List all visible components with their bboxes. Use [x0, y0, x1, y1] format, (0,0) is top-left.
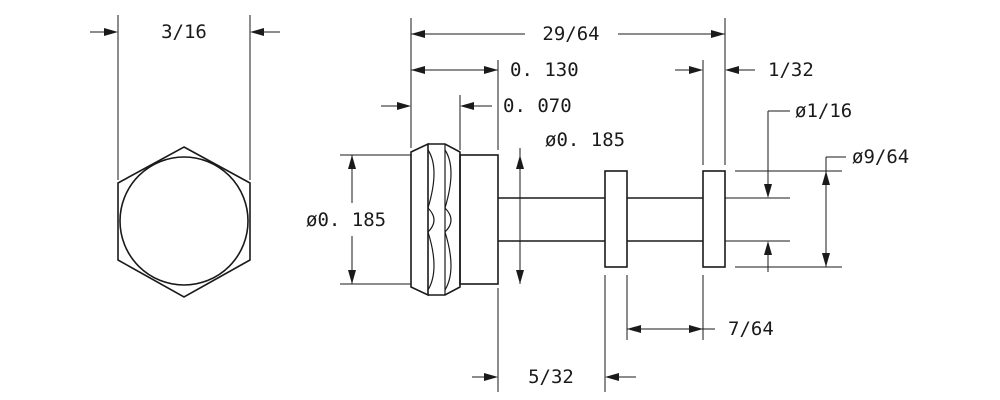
hex-dim-arrow-left [104, 28, 118, 36]
knurled-head-inner [428, 143, 461, 296]
hex-outline [117, 146, 251, 298]
dim-overall-arrow-right [711, 30, 725, 38]
dim-head-arrow-left [411, 66, 425, 74]
dim-head-dia-arrow-bottom [348, 270, 356, 284]
collar-diameter-label: ø9/64 [852, 146, 909, 168]
dim-collar-dia-arrow-bottom [822, 253, 830, 267]
dim-body-dia-arrow-bottom [516, 270, 524, 284]
knurl-arc-2 [427, 231, 435, 291]
side-view-part [410, 142, 726, 297]
knurl-arc-6 [444, 207, 452, 233]
hex-inner-circle [119, 156, 249, 286]
collar-2 [702, 170, 726, 268]
dim-collar-w-arrow-right [725, 66, 739, 74]
dim-head-arrow-right [484, 66, 498, 74]
dim-collar-w-arrow-left [689, 66, 703, 74]
dim-offset-arrow-left [484, 373, 498, 381]
dim-flange-arrow-right [460, 102, 474, 110]
dim-head-dia-arrow-top [348, 155, 356, 169]
dim-collar-dia-arrow-top [822, 171, 830, 185]
body-diameter-label: ø0. 185 [545, 129, 625, 151]
knurl-arc-5 [427, 207, 435, 233]
dim-spacing-arrow-left [627, 325, 641, 333]
knurled-head-outer [410, 142, 429, 297]
overall-length-label: 29/64 [542, 23, 599, 45]
flange-length-label: 0. 070 [503, 95, 572, 117]
dimensions: 29/64 0. 130 1/32 0. 070 ø0. 185 ø0 [306, 18, 909, 392]
collar-width-label: 1/32 [768, 59, 814, 81]
collar-1 [604, 170, 628, 268]
hex-dim-arrow-right [250, 28, 264, 36]
dim-spacing-arrow-right [689, 325, 703, 333]
dim-flange-arrow-left [397, 102, 411, 110]
dim-pin-arrow-top [764, 184, 772, 198]
knurl-arc-3 [444, 149, 452, 209]
collar-spacing-label: 7/64 [728, 318, 774, 340]
flange [459, 154, 499, 285]
knurl-arc-1 [427, 149, 435, 209]
head-diameter-label: ø0. 185 [306, 209, 386, 231]
head-length-label: 0. 130 [510, 59, 579, 81]
end-view: 3/16 [90, 15, 280, 298]
dim-offset-arrow-right [605, 373, 619, 381]
pin-diameter-label: ø1/16 [795, 100, 852, 122]
dim-pin-arrow-bottom [764, 241, 772, 255]
hex-width-label: 3/16 [161, 21, 207, 43]
first-collar-offset-label: 5/32 [528, 366, 574, 388]
dim-body-dia-arrow-top [516, 155, 524, 169]
knurl-arc-4 [444, 231, 452, 291]
dim-overall-arrow-left [411, 30, 425, 38]
